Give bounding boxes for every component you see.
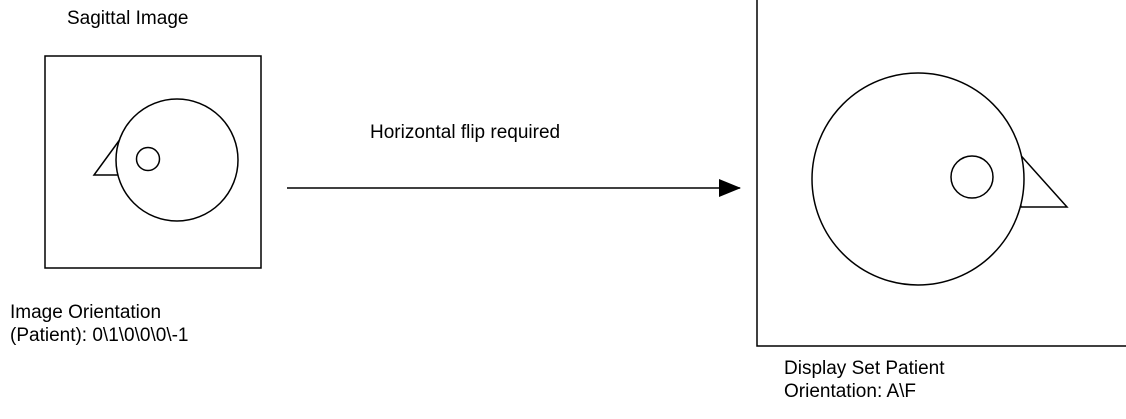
- display-orientation-caption: Display Set Patient Orientation: A\F: [784, 357, 945, 403]
- image-orientation-caption-line2: (Patient): 0\1\0\0\0\-1: [10, 325, 189, 346]
- display-eye-circle: [950, 155, 994, 199]
- image-orientation-caption: Image Orientation (Patient): 0\1\0\0\0\-…: [10, 301, 189, 347]
- image-orientation-caption-line1: Image Orientation: [10, 302, 162, 323]
- sagittal-image-title: Sagittal Image: [67, 8, 189, 29]
- flip-arrow-label: Horizontal flip required: [370, 122, 561, 143]
- sagittal-image-frame: [44, 55, 262, 269]
- sagittal-head-circle: [115, 98, 239, 222]
- display-image-frame: [756, 0, 1126, 347]
- display-head-circle: [811, 72, 1025, 286]
- display-orientation-caption-line1: Display Set Patient: [784, 358, 945, 379]
- display-image: [756, 0, 1126, 347]
- sagittal-eye-circle: [135, 146, 161, 172]
- display-orientation-caption-line2: Orientation: A\F: [784, 381, 917, 402]
- sagittal-image: [44, 55, 262, 269]
